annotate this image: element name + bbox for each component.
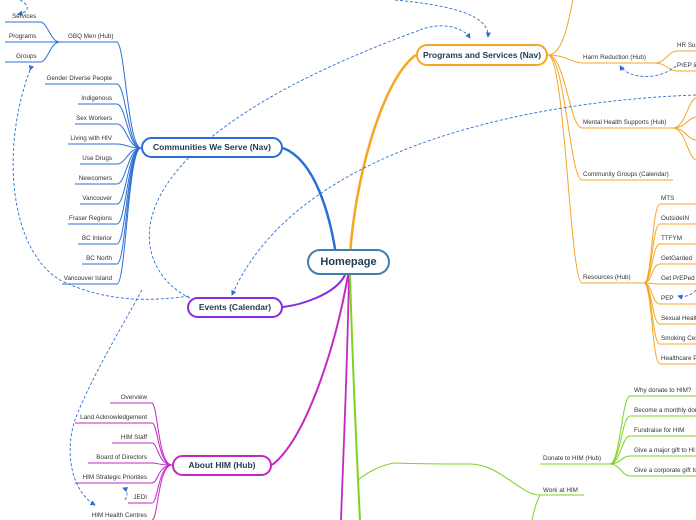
branch-events — [282, 274, 346, 308]
donate-fundraise[interactable]: Fundraise for HIM — [634, 427, 685, 434]
donate-why[interactable]: Why donate to HIM? — [634, 387, 692, 394]
community-use-drugs[interactable]: Use Drugs — [82, 155, 112, 162]
community-sex-workers[interactable]: Sex Workers — [76, 115, 112, 122]
community-vancouver[interactable]: Vancouver — [82, 195, 112, 202]
about-him-hub-node[interactable]: About HIM (Hub) — [172, 455, 272, 476]
resource-sexual-health[interactable]: Sexual Healt — [661, 315, 696, 322]
donate-monthly[interactable]: Become a monthly don — [634, 407, 696, 414]
community-bc-interior[interactable]: BC Interior — [81, 235, 112, 242]
programs-services-nav-node[interactable]: Programs and Services (Nav) — [416, 44, 548, 66]
hr-supplies-node[interactable]: HR Sup — [677, 42, 696, 49]
about-board-of-directors[interactable]: Board of Directors — [96, 454, 147, 461]
gbq-groups-node[interactable]: Groups — [16, 53, 37, 60]
branch-donate — [349, 274, 361, 520]
resource-get-preped[interactable]: Get PrEPed — [661, 275, 695, 282]
about-subtree — [75, 402, 173, 520]
community-living-with-hiv[interactable]: Living with HIV — [70, 135, 112, 142]
branch-bottom-purple — [340, 274, 350, 520]
community-newcomers[interactable]: Newcomers — [78, 175, 112, 182]
donate-hub-node[interactable]: Donate to HIM (Hub) — [543, 455, 602, 462]
about-land-acknowledgement[interactable]: Land Acknowledgement — [80, 414, 147, 421]
gbq-men-hub-node[interactable]: GBQ Men (Hub) — [68, 33, 114, 40]
community-indigenous[interactable]: Indigenous — [81, 95, 112, 102]
community-fraser-regions[interactable]: Fraser Regions — [68, 215, 112, 222]
resource-outsidein[interactable]: OutsideIN — [661, 215, 689, 222]
community-bc-north[interactable]: BC North — [86, 255, 112, 262]
community-gender-diverse[interactable]: Gender Diverse People — [46, 75, 112, 82]
resource-ttfym[interactable]: TTFYM — [661, 235, 682, 242]
mental-health-hub-node[interactable]: Mental Health Supports (Hub) — [583, 119, 667, 126]
programs-subtree — [547, 0, 696, 365]
community-groups-node[interactable]: Community Groups (Calendar) — [583, 171, 669, 178]
homepage-root-node[interactable]: Homepage — [307, 249, 390, 275]
work-at-him-node[interactable]: Work at HIM — [543, 487, 578, 494]
resources-hub-node[interactable]: Resources (Hub) — [583, 274, 631, 281]
about-jedi[interactable]: JEDI — [133, 494, 147, 501]
branch-about — [271, 274, 349, 466]
resource-smoking-cessation[interactable]: Smoking Ces — [661, 335, 696, 342]
resource-pep[interactable]: PEP — [661, 295, 674, 302]
branch-programs — [348, 53, 417, 256]
resource-healthcare[interactable]: Healthcare P — [661, 355, 696, 362]
communities-nav-node[interactable]: Communities We Serve (Nav) — [141, 137, 283, 158]
communities-subtree — [5, 21, 142, 285]
donate-corporate-gift[interactable]: Give a corporate gift to — [634, 467, 696, 474]
donate-major-gift[interactable]: Give a major gift to HI — [634, 447, 695, 454]
community-vancouver-island[interactable]: Vancouver Island — [63, 275, 112, 282]
about-health-centres[interactable]: HIM Health Centres — [91, 512, 147, 519]
about-overview[interactable]: Overview — [120, 394, 147, 401]
branch-communities — [282, 146, 338, 256]
harm-reduction-hub-node[interactable]: Harm Reduction (Hub) — [583, 54, 646, 61]
events-calendar-node[interactable]: Events (Calendar) — [187, 297, 283, 318]
prep-pep-node[interactable]: PrEP & — [677, 62, 696, 69]
gbq-programs-node[interactable]: Programs — [9, 33, 37, 40]
donate-subtree — [357, 395, 696, 520]
gbq-services-node[interactable]: Services — [12, 13, 37, 20]
resource-mts[interactable]: MTS — [661, 195, 675, 202]
about-strategic-priorities[interactable]: HIM Strategic Priorities — [82, 474, 147, 481]
relationship-links — [12, 0, 696, 506]
resource-getgarded[interactable]: GetGarded — [661, 255, 693, 262]
about-him-staff[interactable]: HIM Staff — [120, 434, 147, 441]
